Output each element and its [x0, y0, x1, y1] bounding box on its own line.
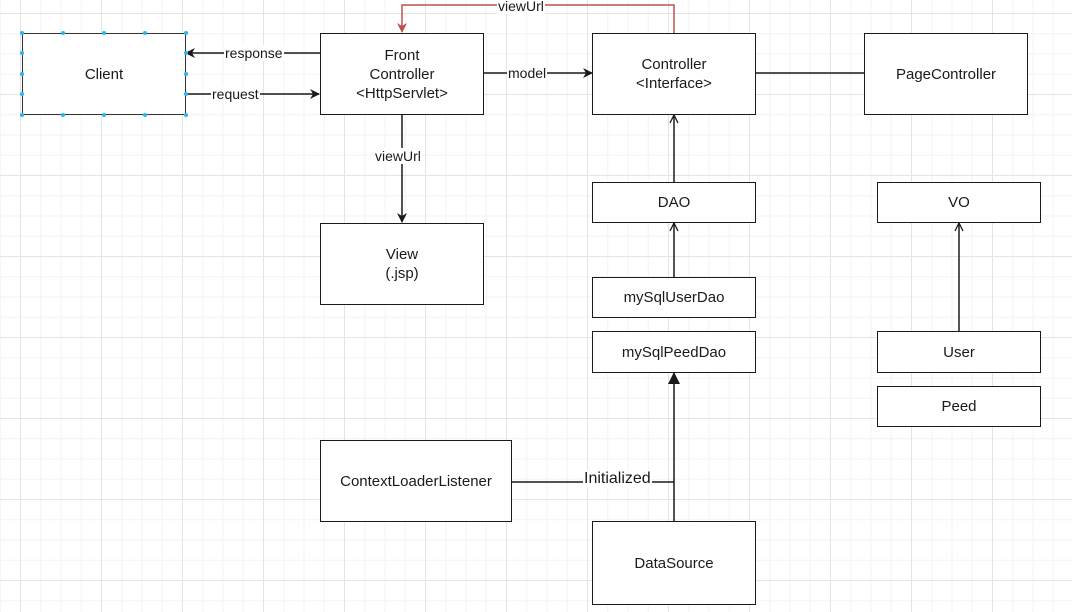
- selection-handle[interactable]: [143, 113, 147, 117]
- selection-handle[interactable]: [61, 113, 65, 117]
- node-data-source[interactable]: DataSource: [592, 521, 756, 605]
- edge-label-view-url-top: viewUrl: [497, 0, 545, 14]
- node-my-sql-user-dao[interactable]: mySqlUserDao: [592, 277, 756, 318]
- selection-handle[interactable]: [184, 31, 188, 35]
- node-front-controller[interactable]: Front Controller <HttpServlet>: [320, 33, 484, 115]
- edge-label-model: model: [507, 65, 548, 81]
- node-context-loader-listener[interactable]: ContextLoaderListener: [320, 440, 512, 522]
- node-client[interactable]: Client: [22, 33, 186, 115]
- selection-handle[interactable]: [20, 113, 24, 117]
- selection-handle[interactable]: [143, 31, 147, 35]
- node-page-controller[interactable]: PageController: [864, 33, 1028, 115]
- node-controller[interactable]: Controller <Interface>: [592, 33, 756, 115]
- selection-handle[interactable]: [61, 31, 65, 35]
- selection-handle[interactable]: [184, 92, 188, 96]
- node-view[interactable]: View (.jsp): [320, 223, 484, 305]
- node-my-sql-peed-dao[interactable]: mySqlPeedDao: [592, 331, 756, 373]
- selection-handle[interactable]: [20, 31, 24, 35]
- selection-handle[interactable]: [102, 113, 106, 117]
- selection-handle[interactable]: [20, 72, 24, 76]
- node-peed[interactable]: Peed: [877, 386, 1041, 427]
- selection-handle[interactable]: [20, 51, 24, 55]
- edge-label-view-url-down: viewUrl: [374, 148, 422, 164]
- edge-label-request: request: [211, 86, 260, 102]
- selection-handle[interactable]: [184, 51, 188, 55]
- edge-label-response: response: [224, 45, 284, 61]
- selection-handle[interactable]: [184, 113, 188, 117]
- node-dao[interactable]: DAO: [592, 182, 756, 223]
- selection-handle[interactable]: [102, 31, 106, 35]
- node-vo[interactable]: VO: [877, 182, 1041, 223]
- selection-handle[interactable]: [20, 92, 24, 96]
- selection-handle[interactable]: [184, 72, 188, 76]
- edge-label-initialized: Initialized: [583, 470, 652, 488]
- node-user[interactable]: User: [877, 331, 1041, 373]
